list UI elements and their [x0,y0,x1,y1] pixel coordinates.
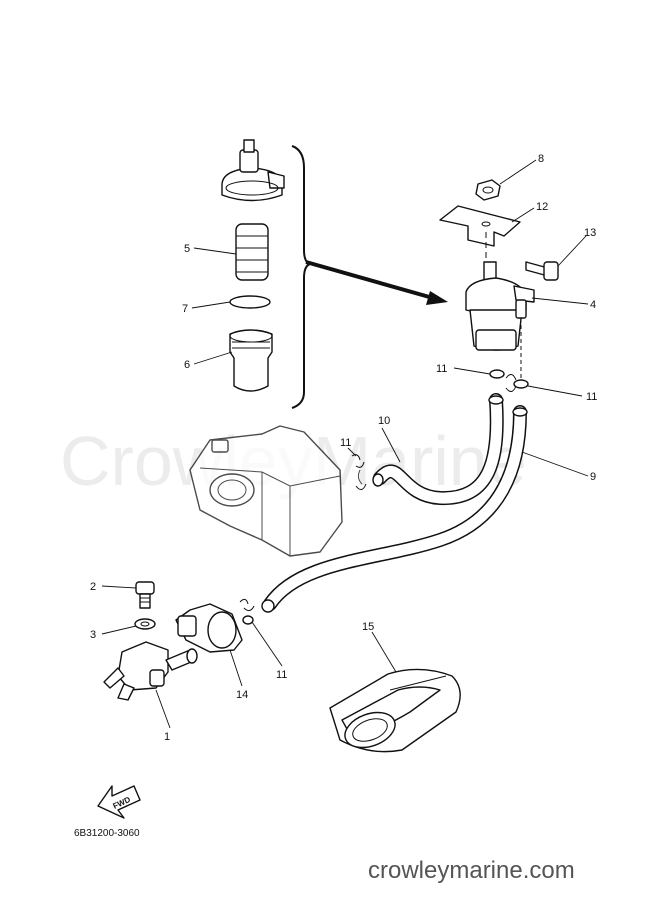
callout-11-filter-right: 11 [586,391,597,403]
callout-15: 15 [362,621,374,633]
callout-11-engine: 11 [340,437,351,449]
cover-part-15 [329,668,461,753]
callout-1: 1 [164,731,170,743]
fwd-arrow-icon: FWD [97,785,141,819]
fuel-hoses [261,393,528,613]
engine-block [189,425,363,557]
callout-6: 6 [184,359,190,371]
callout-12: 12 [536,201,548,213]
callout-8: 8 [538,153,544,165]
callout-2: 2 [90,581,96,593]
fuel-filter-assembly [439,179,559,392]
callout-5: 5 [184,243,190,255]
fuel-joint-assembly [103,454,367,701]
diagram-code: 6B31200-3060 [74,828,140,839]
callout-3: 3 [90,629,96,641]
callout-10: 10 [378,415,390,427]
filter-exploded-view [221,139,448,409]
callout-13: 13 [584,227,596,239]
callout-labels: 5 7 6 8 12 13 4 11 11 10 9 11 2 3 1 14 1… [90,153,597,743]
callout-14: 14 [236,689,248,701]
callout-7: 7 [182,303,188,315]
callout-4: 4 [590,299,596,311]
leader-lines [101,159,589,729]
callout-11-filter-left: 11 [436,363,447,375]
callout-11-joint: 11 [276,669,287,681]
footer-site-name: crowleymarine.com [368,857,575,884]
callout-9: 9 [590,471,596,483]
